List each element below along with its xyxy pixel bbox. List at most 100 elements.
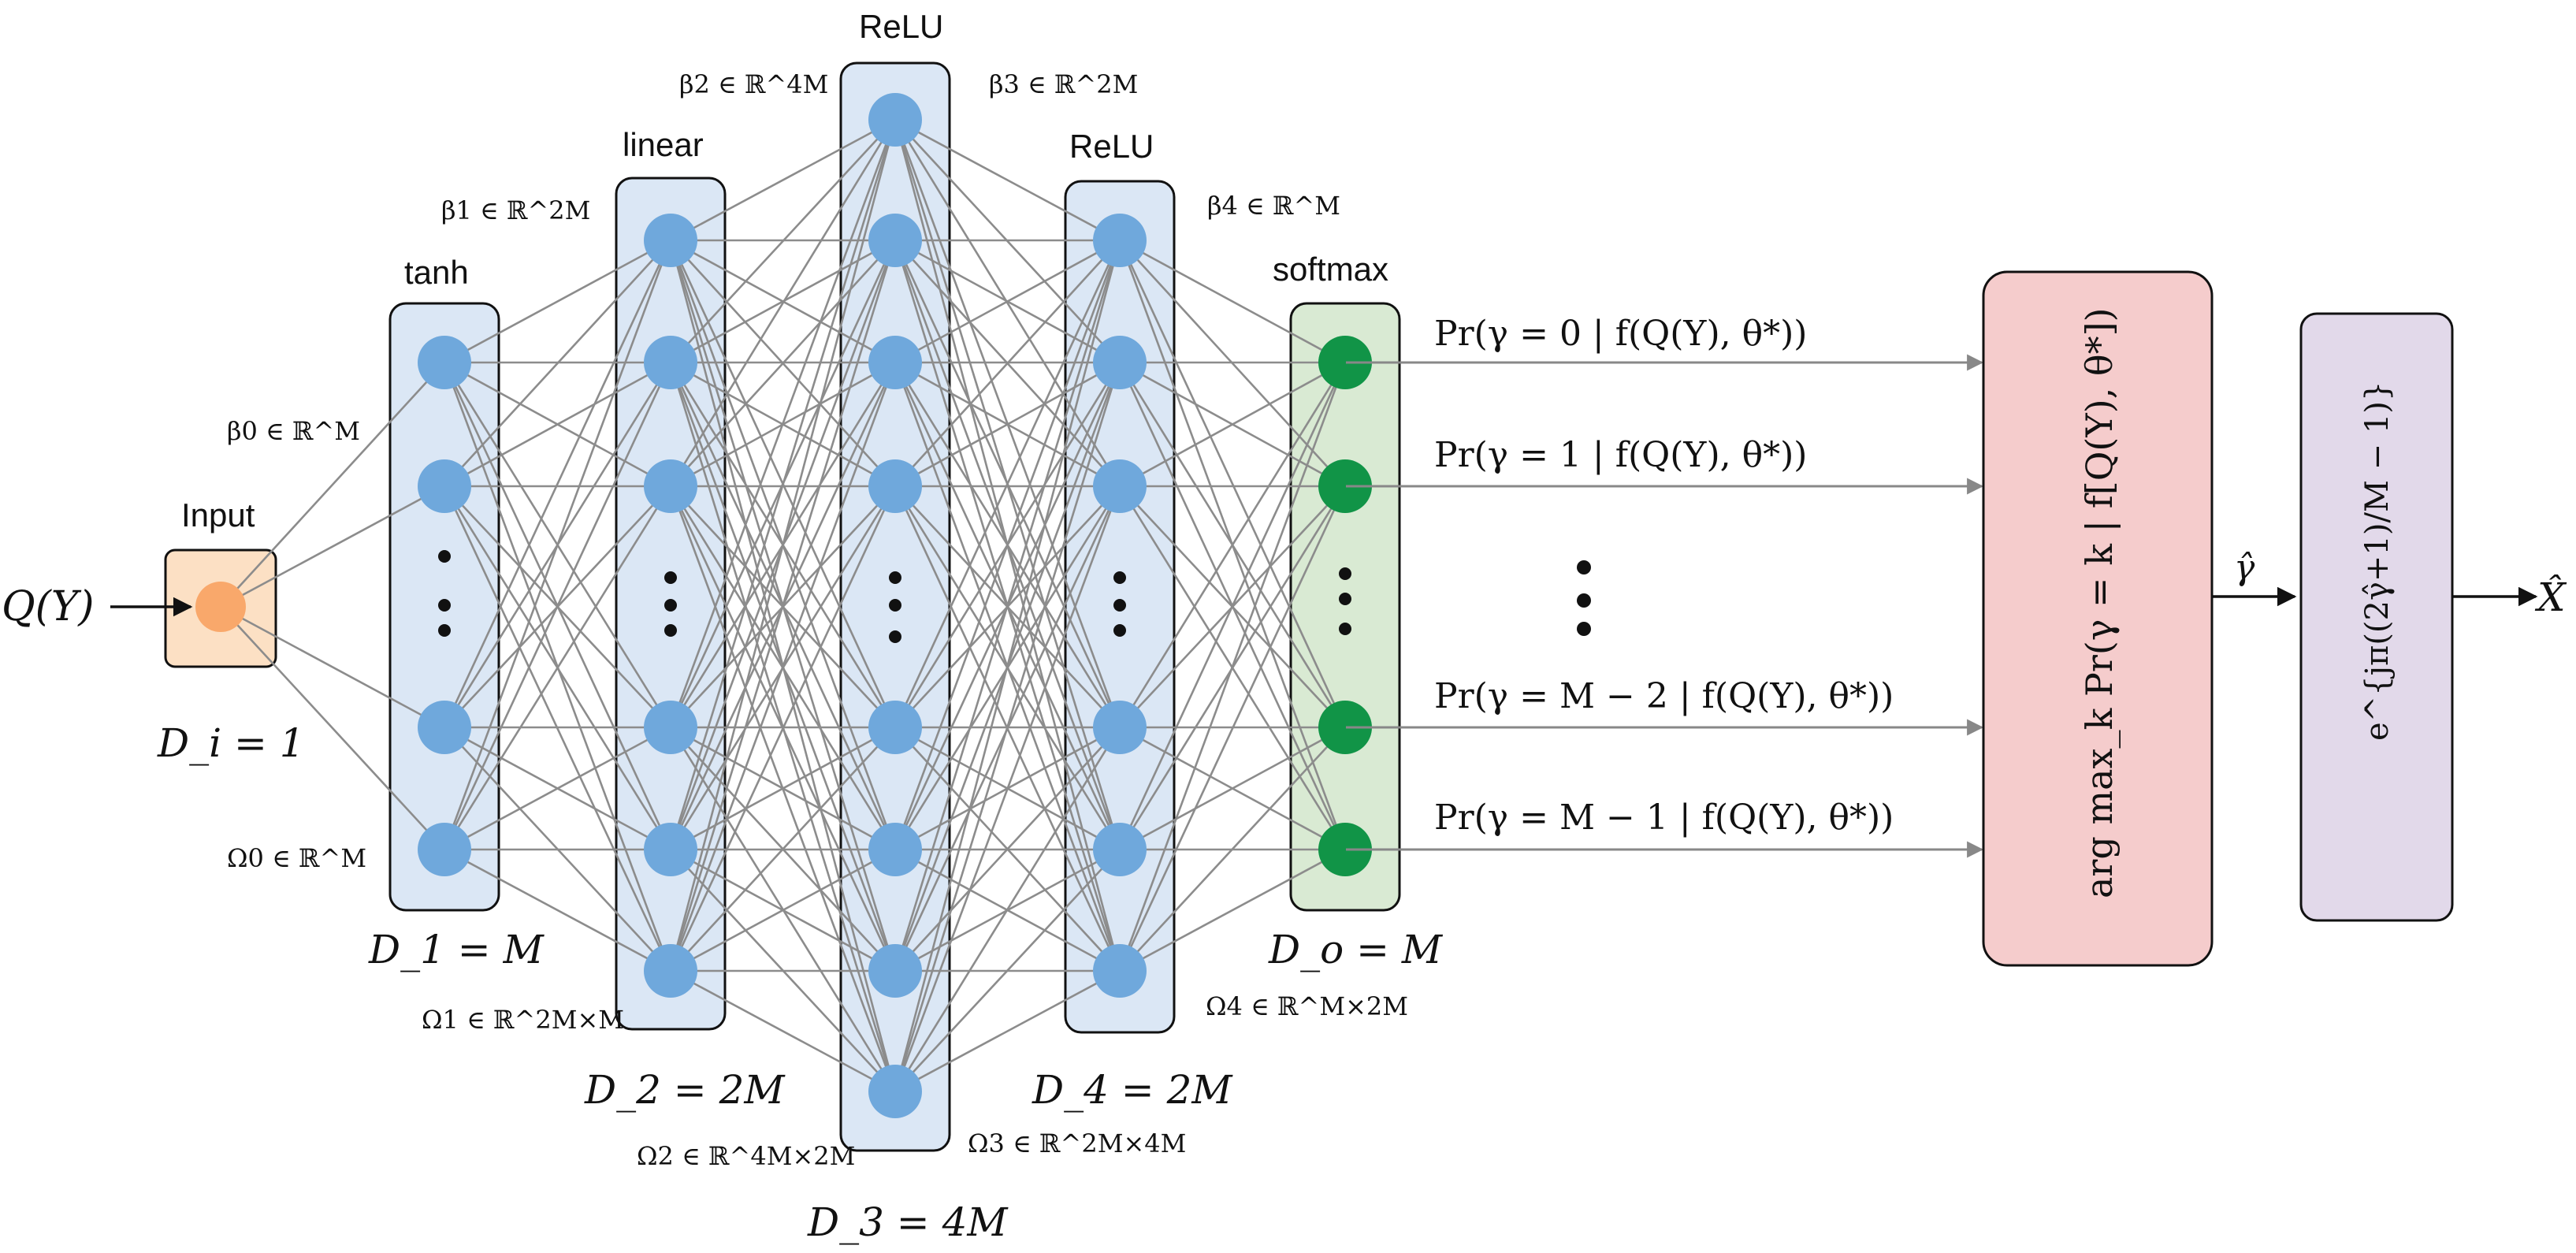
connection-edge — [443, 240, 672, 850]
activation-label-relu-2: ReLU — [1069, 128, 1154, 165]
dim-label-layer-1: D_1 = M — [368, 927, 545, 972]
softmax-node — [1318, 823, 1372, 876]
activation-label-softmax: softmax — [1273, 251, 1388, 288]
layer-ellipsis-dot — [664, 624, 677, 637]
layer-ellipsis-dot — [438, 624, 451, 637]
connection-edge — [670, 969, 896, 1093]
activation-label-tanh: tanh — [404, 254, 469, 291]
linear-node — [644, 459, 697, 513]
activation-label-linear: linear — [623, 126, 704, 163]
weight-label-1: Ω1 ∈ ℝ^2M×M — [422, 1005, 624, 1035]
tanh-node — [418, 701, 471, 754]
connection-edge — [443, 485, 672, 972]
linear-node — [644, 823, 697, 876]
layer-ellipsis-dot — [1113, 599, 1126, 612]
connection-edge — [1118, 362, 1347, 972]
softmax-node — [1318, 336, 1372, 389]
dim-label-layer-3: D_3 = 4M — [807, 1199, 1009, 1245]
connection-edge — [669, 119, 897, 728]
connection-edge — [1119, 727, 1346, 972]
relu2-node — [1093, 944, 1147, 998]
mapping-block — [2299, 312, 2454, 922]
output-prob-label-m2: Pr(γ = M − 2 | f(Q(Y), θ*)) — [1434, 676, 1894, 716]
input-signal-label: Q(Y) — [2, 583, 95, 630]
dim-label-layer-4: D_4 = 2M — [1032, 1067, 1233, 1113]
relu1-node — [868, 823, 922, 876]
relu2-node — [1093, 214, 1147, 267]
connection-edge — [669, 485, 897, 972]
connection-edge — [894, 727, 1121, 1092]
connection-edge — [1118, 362, 1347, 728]
bias-label-1: β1 ∈ ℝ^2M — [441, 195, 590, 225]
weight-label-0: Ω0 ∈ ℝ^M — [227, 843, 366, 873]
softmax-node — [1318, 459, 1372, 513]
gamma-hat-label: γ̂ — [2234, 548, 2255, 588]
layer-ellipsis-dot — [889, 630, 901, 643]
connection-edge — [894, 240, 1121, 972]
connection-edge — [1118, 485, 1347, 972]
relu1-node — [868, 336, 922, 389]
connection-edge — [669, 362, 897, 972]
softmax-node — [1318, 701, 1372, 754]
input-dim-label: D_i = 1 — [157, 720, 305, 766]
input-node — [195, 582, 246, 632]
argmax-block — [1982, 270, 2214, 967]
connection-edge — [669, 119, 897, 850]
linear-node — [644, 701, 697, 754]
connection-edge — [670, 119, 896, 363]
relu2-node — [1093, 336, 1147, 389]
relu1-node — [868, 93, 922, 147]
relu2-node — [1093, 459, 1147, 513]
relu1-node — [868, 701, 922, 754]
linear-node — [644, 336, 697, 389]
layer-box-softmax — [1289, 302, 1401, 912]
bias-label-4: β4 ∈ ℝ^M — [1207, 191, 1340, 221]
ellipsis-dots — [438, 550, 1351, 643]
dim-label-output: D_o = M — [1268, 927, 1444, 972]
connection-edge — [1119, 361, 1346, 488]
output-prob-label-m1: Pr(γ = M − 1 | f(Q(Y), θ*)) — [1434, 798, 1894, 838]
connection-edge — [443, 240, 672, 728]
layer-ellipsis-dot — [1339, 623, 1351, 635]
connection-edge — [894, 969, 1121, 1093]
layer-ellipsis-dot — [438, 550, 451, 563]
output-prob-label-0: Pr(γ = 0 | f(Q(Y), θ*)) — [1434, 314, 1807, 354]
output-signal-label: X̂ — [2534, 574, 2567, 620]
connection-edge — [444, 361, 671, 488]
connection-edge — [894, 240, 1121, 850]
output-ellipsis-dot — [1577, 622, 1591, 636]
layer-ellipsis-dot — [438, 599, 451, 612]
input-box-label: Input — [181, 496, 255, 534]
connection-edge — [444, 240, 671, 487]
layer-ellipsis-dot — [664, 599, 677, 612]
tanh-node — [418, 336, 471, 389]
output-prob-label-1: Pr(γ = 1 | f(Q(Y), θ*)) — [1434, 435, 1807, 475]
connection-edge — [894, 362, 1121, 1092]
connection-edge — [220, 485, 445, 608]
connection-edge — [443, 362, 672, 850]
connection-edge — [220, 362, 445, 608]
activation-label-relu-1: ReLU — [859, 8, 943, 45]
connection-edge — [220, 605, 445, 729]
connection-edge — [894, 485, 1121, 1092]
layer-ellipsis-dot — [889, 599, 901, 612]
neurons — [195, 93, 1372, 1118]
connection-edge — [894, 240, 1121, 1092]
relu1-node — [868, 1065, 922, 1118]
layer-ellipsis-dot — [1113, 624, 1126, 637]
tanh-node — [418, 459, 471, 513]
connection-edge — [670, 848, 896, 972]
connection-edge — [444, 848, 671, 972]
connection-edge — [444, 726, 671, 851]
connection-edge — [894, 240, 1121, 487]
linear-node — [644, 214, 697, 267]
connection-edge — [670, 118, 896, 242]
layer-ellipsis-dot — [1113, 571, 1126, 584]
connection-edge — [443, 485, 672, 850]
connection-edge — [1118, 362, 1347, 850]
layer-ellipsis-dot — [664, 571, 677, 584]
connection-edge — [894, 118, 1121, 242]
output-ellipsis-dot — [1577, 560, 1591, 574]
connection-edge — [894, 240, 1121, 728]
